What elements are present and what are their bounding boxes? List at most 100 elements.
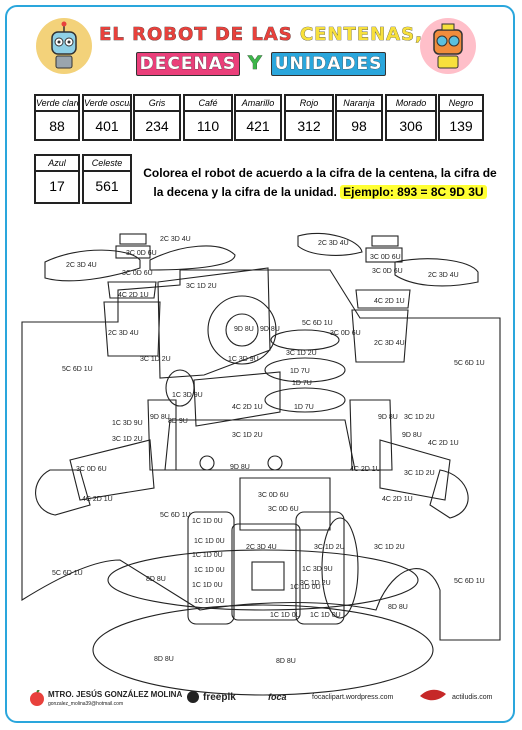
color-key-value[interactable]: 139 <box>449 118 473 134</box>
title-word-decenas: DECENAS <box>135 52 241 76</box>
region-label: 2C 3D 4U <box>160 236 191 243</box>
robot-head <box>157 267 271 379</box>
wheel-right-face <box>321 517 359 619</box>
color-key-value[interactable]: 561 <box>95 178 119 194</box>
region-label: 8D 8U <box>276 658 296 665</box>
color-key-label: Celeste <box>84 156 130 172</box>
region-label: 4C 2D 1U <box>232 404 263 411</box>
color-key-value[interactable]: 421 <box>246 118 270 134</box>
apple-icon <box>30 690 44 706</box>
instructions-example: Ejemplo: 893 = 8C 9D 3U <box>340 185 487 199</box>
footer-foca-url: focaclipart.wordpress.com <box>312 694 394 701</box>
footer-freepik: freepik <box>203 692 236 703</box>
wheel-center-block <box>251 561 285 591</box>
color-key-value[interactable]: 110 <box>196 118 220 134</box>
region-label: 3C 1D 2U <box>112 436 143 443</box>
region-label: 1C 1D 0U <box>192 552 223 559</box>
region-label: 3C 1D 2U <box>374 544 405 551</box>
region-label: 3C 1D 2U <box>300 580 331 587</box>
background-shape <box>21 269 501 641</box>
region-label: 4C 2D 1U <box>118 292 149 299</box>
color-key-label: Verde claro <box>36 96 78 112</box>
color-key-value[interactable]: 98 <box>351 118 367 134</box>
region-label: 4C 2D 1U <box>82 496 113 503</box>
region-label: 3C 0D 6U <box>268 506 299 513</box>
title-word-unidades: UNIDADES <box>270 52 387 76</box>
actiludis-logo-icon <box>420 689 446 701</box>
title-line-1: EL ROBOT DE LAS CENTENAS, <box>96 24 426 46</box>
region-label: 4C 2D 1U <box>374 298 405 305</box>
wheel-center <box>231 523 301 621</box>
color-key-cell: Verde oscuro401 <box>82 94 132 141</box>
color-key-label: Naranja <box>337 96 381 112</box>
region-label: 1C 1D 0U <box>192 582 223 589</box>
right-propeller-hub <box>365 247 403 263</box>
left-propeller-blade-left <box>44 249 141 282</box>
region-label: 2C 3D 4U <box>108 330 139 337</box>
color-key-cell: Negro 139 <box>438 94 484 141</box>
right-propeller-blade-left <box>297 232 363 256</box>
region-label: 3C 1D 2U <box>286 350 317 357</box>
region-label: 3C 1D 2U <box>404 414 435 421</box>
region-label: 9D 8U <box>378 414 398 421</box>
region-label: 3C 0D 6U <box>122 270 153 277</box>
left-propeller-blade-right <box>149 245 236 271</box>
title-word-y: Y <box>248 52 263 75</box>
right-propeller-cap <box>371 235 399 247</box>
region-label: 2C 3D 4U <box>318 240 349 247</box>
left-shoulder <box>103 301 161 357</box>
region-label: 9D 8U <box>230 464 250 471</box>
region-label: 1C 1D 0U <box>290 584 321 591</box>
region-label: 8D 9U <box>168 418 188 425</box>
region-label: 5C 6D 1U <box>160 512 191 519</box>
region-label: 3C 0D 6U <box>372 268 403 275</box>
title-part-2: CENTENAS, <box>299 24 423 46</box>
region-label: 3C 0D 6U <box>330 330 361 337</box>
region-label: 4C 2D 1U <box>428 440 459 447</box>
color-key-label: Negro <box>440 96 482 112</box>
color-key-value[interactable]: 234 <box>145 118 169 134</box>
robot-hips <box>239 477 331 531</box>
region-label: 1C 1D 0U <box>194 567 225 574</box>
region-label: 3C 0D 6U <box>258 492 289 499</box>
color-key-cell: Verde claro 88 <box>34 94 80 141</box>
color-key-value[interactable]: 306 <box>399 118 423 134</box>
region-label: 8D 8U <box>388 604 408 611</box>
right-arm-lower <box>379 439 451 501</box>
puddle <box>92 604 434 696</box>
side-disc-left <box>165 369 195 407</box>
color-key-value[interactable]: 401 <box>95 118 119 134</box>
region-label: 5C 6D 1U <box>454 578 485 585</box>
left-arm-joint <box>107 281 157 299</box>
region-label: 9D 8U <box>402 432 422 439</box>
color-key-value[interactable]: 17 <box>49 178 65 194</box>
region-label: 3C 1D 2U <box>232 432 263 439</box>
robot-eye-outer <box>207 295 277 365</box>
region-label: 4C 2D 1U <box>350 466 381 473</box>
region-label: 3C 1D 2U <box>404 470 435 477</box>
region-label: 3C 1D 2U <box>314 544 345 551</box>
footer-foca-logo: foca <box>268 692 287 702</box>
title-part-1: EL ROBOT DE LAS <box>99 24 300 46</box>
color-key-value[interactable]: 88 <box>49 118 65 134</box>
puddle-upper <box>107 549 419 611</box>
region-label: 1C 1D 0U <box>194 538 225 545</box>
wheel-right <box>295 511 345 625</box>
color-key-label: Azul <box>36 156 78 172</box>
left-propeller-hub <box>115 245 151 259</box>
region-label: 1D 7U <box>294 404 314 411</box>
region-label: 3C 1D 2U <box>186 283 217 290</box>
freepik-logo-icon <box>187 691 199 703</box>
region-label: 2C 3D 4U <box>246 544 277 551</box>
region-label: 1C 1D 0U <box>194 598 225 605</box>
color-key-value[interactable]: 312 <box>297 118 321 134</box>
footer-author: MTRO. JESÚS GONZÁLEZ MOLINA <box>48 690 183 699</box>
footer-email: gonzalez_molina39@hotmail.com <box>48 701 124 707</box>
region-label: 3C 0D 6U <box>370 254 401 261</box>
left-arm-lower <box>69 439 155 501</box>
body-bolt-left <box>199 455 215 471</box>
region-label: 8D 8U <box>154 656 174 663</box>
region-label: 1C 3D 9U <box>228 356 259 363</box>
